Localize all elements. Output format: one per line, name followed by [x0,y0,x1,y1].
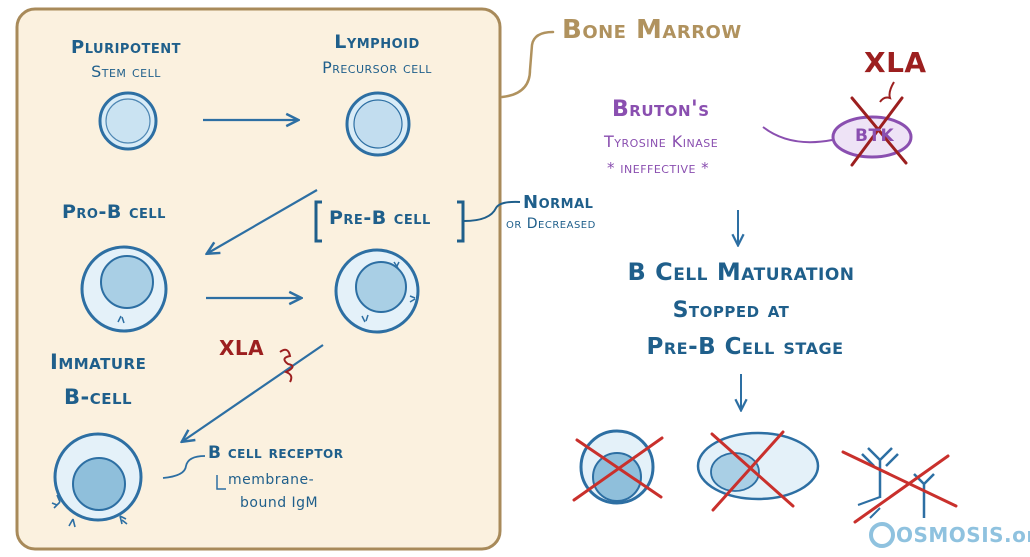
osmosis-logo-text: OSMOSIS.org [896,523,1030,547]
absent-b-cell [572,429,664,505]
or-decreased-label: or Decreased [506,216,596,232]
pre-b-cell [334,248,420,334]
immature-label-1: Immature [50,350,147,374]
maturation-line-3: Pre-B Cell stage [646,334,844,360]
tyrosine-kinase-label: Tyrosine Kinase [604,132,719,151]
absent-plasma-cell [696,430,820,512]
bcr-connector [162,455,206,479]
pre-b-label: Pre-B cell [329,207,431,229]
pre-b-bracket-right [457,200,465,243]
normal-connector [463,200,521,222]
bcr-label: B cell receptor [208,443,344,463]
membrane-label-2: bound IgM [240,495,319,511]
lymphoid-precursor-cell [345,91,411,157]
normal-label: Normal [523,192,594,213]
osmosis-logo-icon [869,522,895,548]
btk-label: BTK [855,126,895,146]
ineffective-label: * ineffective * [607,159,710,177]
pluripotent-label-2: Stem cell [91,62,161,81]
xla-pointer [879,81,895,103]
brutons-label: Bruton's [612,97,710,122]
maturation-line-2: Stopped at [672,298,790,323]
pluripotent-label-1: Pluripotent [71,37,181,58]
pro-b-label: Pro-B cell [62,201,166,223]
btk-cross [850,96,908,167]
bone-marrow-bracket [500,30,555,99]
btk-connector [762,126,833,144]
xla-small-label: XLA [219,336,265,360]
immature-label-2: B-cell [64,385,133,409]
pro-b-cell [80,245,168,333]
maturation-line-1: B Cell Maturation [627,258,855,286]
xla-big-label: XLA [864,46,927,79]
absent-antibodies [841,447,958,524]
xla-block-squiggle [279,348,294,383]
lymphoid-label-2: Precursor cell [322,58,432,77]
pre-b-bracket-left [314,200,322,243]
lymphoid-label-1: Lymphoid [334,31,420,53]
membrane-label-1: membrane- [228,472,315,488]
pluripotent-stem-cell [98,91,158,151]
arrow-pre-b-to-immature [183,344,324,441]
membrane-corner [216,475,226,490]
bone-marrow-label: Bone Marrow [562,15,742,45]
arrow-lymphoid-to-pro-b [208,189,318,253]
immature-b-cell [51,432,143,528]
